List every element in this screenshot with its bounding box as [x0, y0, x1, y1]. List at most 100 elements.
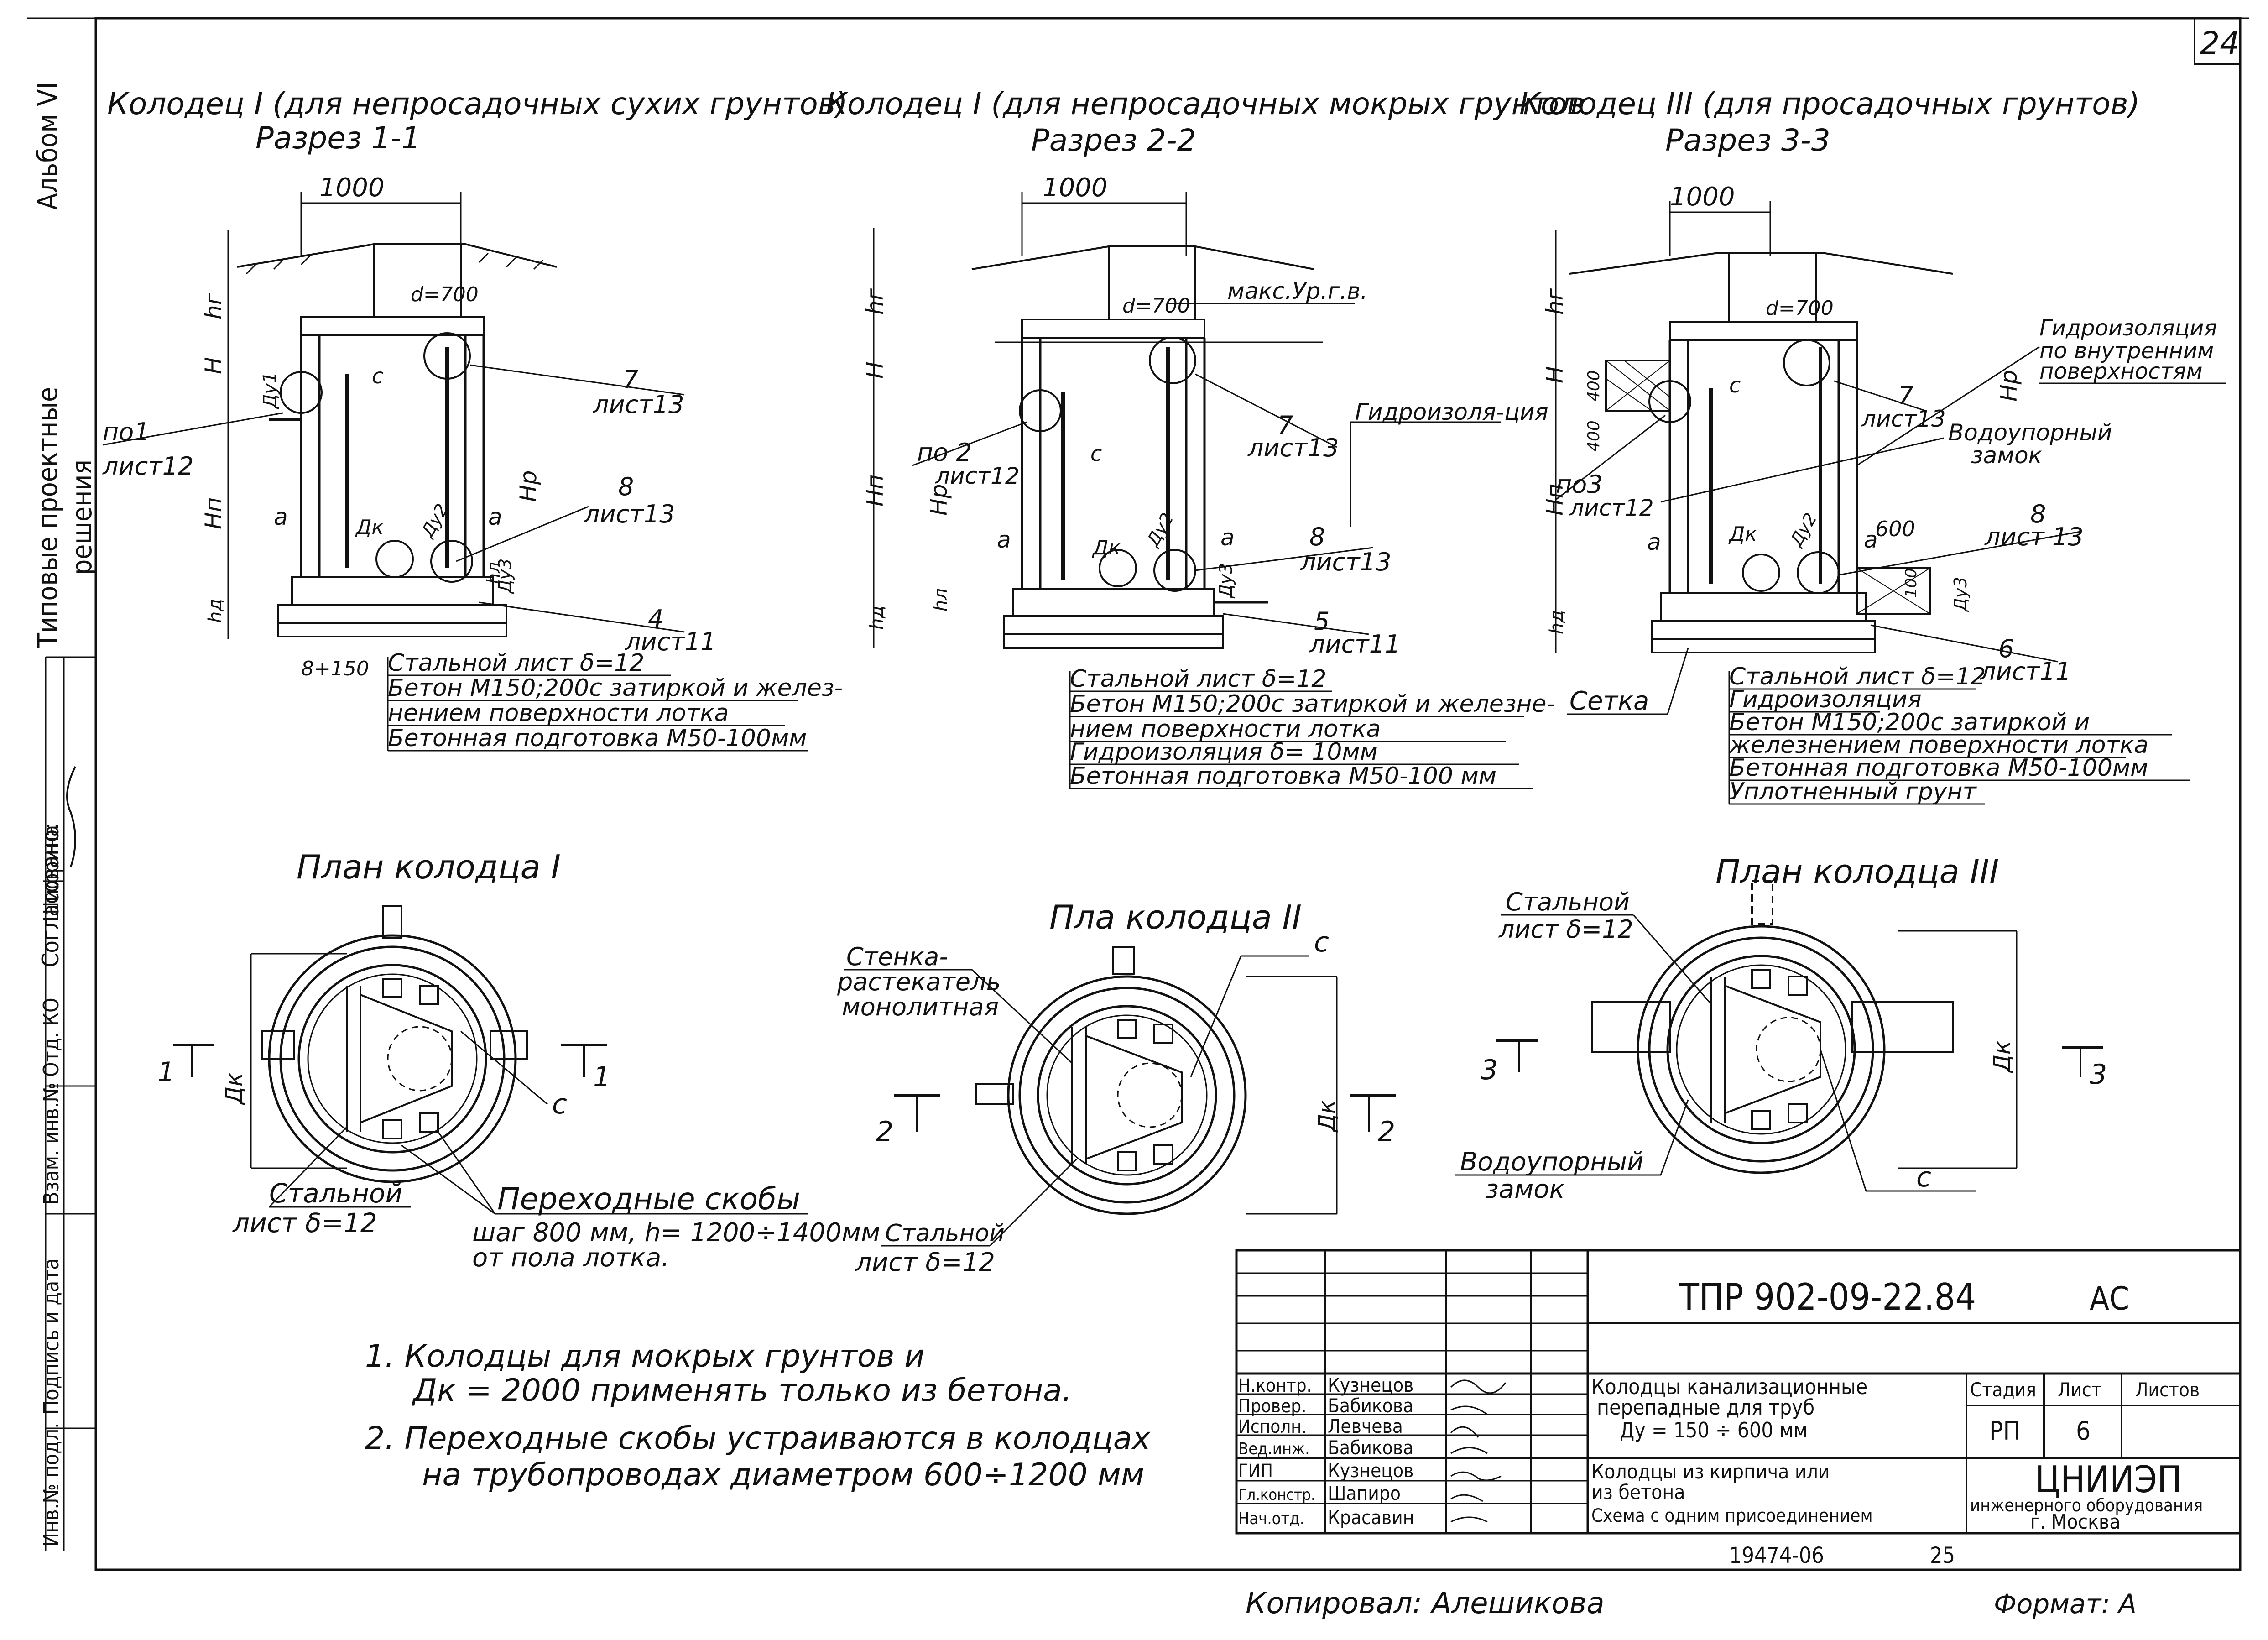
name-7: Красавин — [1328, 1506, 1414, 1529]
page-number-box — [2194, 17, 2241, 65]
plan-1-c: c — [552, 1088, 567, 1120]
s3-note-5: Бетонная подготовка М50-100мм — [1729, 754, 2148, 782]
s2-hl: hл — [930, 588, 951, 611]
s2-c: c — [1090, 441, 1102, 466]
s2-dim-1000: 1000 — [1043, 173, 1108, 203]
s2-pos5: 5 — [1314, 607, 1330, 636]
name-2: Бабикова — [1328, 1395, 1413, 1417]
plan-2-steel2: лист δ=12 — [855, 1248, 995, 1277]
s3-a-right: a — [1864, 527, 1878, 553]
sub-line1: Колодцы из кирпича или — [1591, 1460, 1830, 1483]
s1-sheet11: лист11 — [625, 627, 716, 656]
role-1: Н.контр. — [1238, 1375, 1312, 1396]
sheet-header: Лист — [2058, 1379, 2101, 1401]
archive-number: 19474-06 — [1729, 1543, 1824, 1568]
plan-2-wall3: монолитная — [842, 992, 999, 1021]
s1-a-left: a — [274, 504, 288, 530]
sign-date-label: Подпись и дата — [39, 1258, 63, 1415]
s1-Hp: Hр — [515, 470, 542, 502]
s2-dy3: Ду3 — [1216, 563, 1236, 599]
s3-hydro-inner-2: по внутренним — [2039, 338, 2214, 364]
s2-dy2: Ду2 — [1142, 509, 1178, 550]
name-5: Кузнецов — [1328, 1459, 1413, 1482]
agreed-label: Согласовано: — [37, 823, 64, 967]
s2-pos8: 8 — [1309, 522, 1325, 551]
s1-dy1: Ду1 — [260, 372, 281, 409]
title-block: ТПР 902-09-22.84 АС Н.контр. Кузнецов Пр… — [1235, 1249, 2242, 1568]
drawing-mark: АС — [2090, 1280, 2129, 1317]
s1-dy3: Ду3 — [495, 559, 515, 594]
footnotes: 1. Колодцы для мокрых грунтов и Дк = 200… — [365, 1338, 1151, 1493]
inv-orig-label: Инв.№ подл. — [39, 1423, 63, 1547]
plan-3-c: c — [1916, 1161, 1931, 1193]
s1-sheet12: лист12 — [102, 452, 193, 481]
footnote-4: на трубопроводах диаметром 600÷1200 мм — [422, 1457, 1144, 1493]
copied-by: Копировал: Алешикова — [1246, 1587, 1605, 1620]
plan-2-dk: Дк — [1314, 1100, 1340, 1133]
role-7: Нач.отд. — [1238, 1509, 1304, 1528]
footnote-2: Дк = 2000 применять только из бетона. — [412, 1373, 1072, 1409]
s3-dy2: Ду2 — [1786, 509, 1821, 550]
archive-sheet: 25 — [1930, 1543, 1955, 1568]
s3-notes: Стальной лист δ=12 Гидроизоляция Бетон М… — [1728, 663, 2190, 805]
s2-sheet11: лист11 — [1309, 630, 1400, 658]
plan-3-title: План колодца III — [1715, 852, 1999, 891]
s3-sheet13b: лист 13 — [1984, 522, 2084, 551]
plan-1-dk: Дк — [221, 1073, 247, 1105]
s2-dk: Дк — [1092, 536, 1121, 559]
s1-d700: d=700 — [411, 283, 479, 306]
s3-Hp: Hр — [1996, 370, 2022, 402]
plan-2-cut-left: 2 — [876, 1116, 893, 1148]
sub-line2: из бетона — [1591, 1481, 1685, 1504]
desc-line2: перепадные для труб — [1597, 1395, 1814, 1420]
s3-hydro-inner-3: поверхностям — [2039, 359, 2203, 384]
plan-3-cut-right: 3 — [2090, 1059, 2107, 1091]
s3-H: H — [1542, 366, 1568, 383]
sheet-value: 6 — [2076, 1416, 2091, 1446]
s3-a-left: a — [1647, 529, 1661, 555]
plan-1-cut-right: 1 — [593, 1061, 610, 1093]
s3-sheet13a: лист13 — [1861, 406, 1946, 432]
org-name-2: инженерного оборудования — [1970, 1495, 2203, 1515]
plan-2-wall2: растекатель — [837, 967, 1001, 996]
s2-a-left: a — [997, 527, 1011, 553]
footnote-1: 1. Колодцы для мокрых грунтов и — [365, 1338, 924, 1374]
plan-3-lock1: Водоупорный — [1460, 1147, 1643, 1177]
s3-note-3: Бетон М150;200с затиркой и — [1729, 709, 2090, 736]
plan-2-cut-right: 2 — [1378, 1116, 1395, 1148]
section-2-title: Колодец I (для непросадочных мокрых грун… — [826, 86, 1585, 121]
s3-sheet12: лист12 — [1569, 495, 1654, 521]
s3-note-2: Гидроизоляция — [1729, 686, 1922, 713]
sub-line3: Схема с одним присоединением — [1591, 1505, 1873, 1526]
plan-1-steel2: лист δ=12 — [232, 1207, 377, 1238]
s1-H: H — [200, 357, 227, 374]
section-3: Колодец III (для просадочных грунтов) Ра… — [1519, 86, 2226, 805]
s3-c: c — [1729, 373, 1741, 397]
s3-pos6: 6 — [1998, 634, 2014, 663]
s1-hl: hл — [484, 562, 504, 584]
s3-pos8: 8 — [2030, 500, 2046, 528]
plan-2-c: c — [1314, 926, 1329, 958]
s2-note-3: нием поверхности лотка — [1070, 716, 1381, 743]
s3-Hn: Нп — [1542, 484, 1568, 516]
side-strip: Альбом VI Типовые проектные решения Согл… — [32, 82, 98, 1551]
s2-pos7: 7 — [1277, 411, 1293, 439]
s3-dim-1000: 1000 — [1670, 182, 1735, 212]
plan-2-wall1: Стенка- — [846, 942, 948, 971]
role-2: Провер. — [1238, 1396, 1307, 1417]
section-1: Колодец I (для непросадочных сухих грунт… — [102, 86, 847, 752]
s2-note-1: Стальной лист δ=12 — [1070, 665, 1326, 693]
s2-sheet12: лист12 — [935, 463, 1020, 489]
s1-hd: hд — [205, 599, 226, 623]
drawing-code: ТПР 902-09-22.84 — [1679, 1276, 1976, 1318]
s2-note-2: Бетон М150;200с затиркой и железне- — [1070, 690, 1555, 718]
stage-header: Стадия — [1970, 1379, 2036, 1401]
ladder-note: Переходные скобы шаг 800 мм, h= 1200÷140… — [401, 1131, 880, 1273]
plan-3-dk: Дк — [1989, 1041, 2015, 1073]
plan-2-title: Пла колодца II — [1049, 898, 1302, 936]
s2-pos2: по 2 — [917, 438, 972, 467]
org-city: г. Москва — [2030, 1510, 2121, 1534]
series-line1: Типовые проектные — [32, 387, 64, 648]
s2-sheet13a: лист13 — [1247, 434, 1339, 462]
